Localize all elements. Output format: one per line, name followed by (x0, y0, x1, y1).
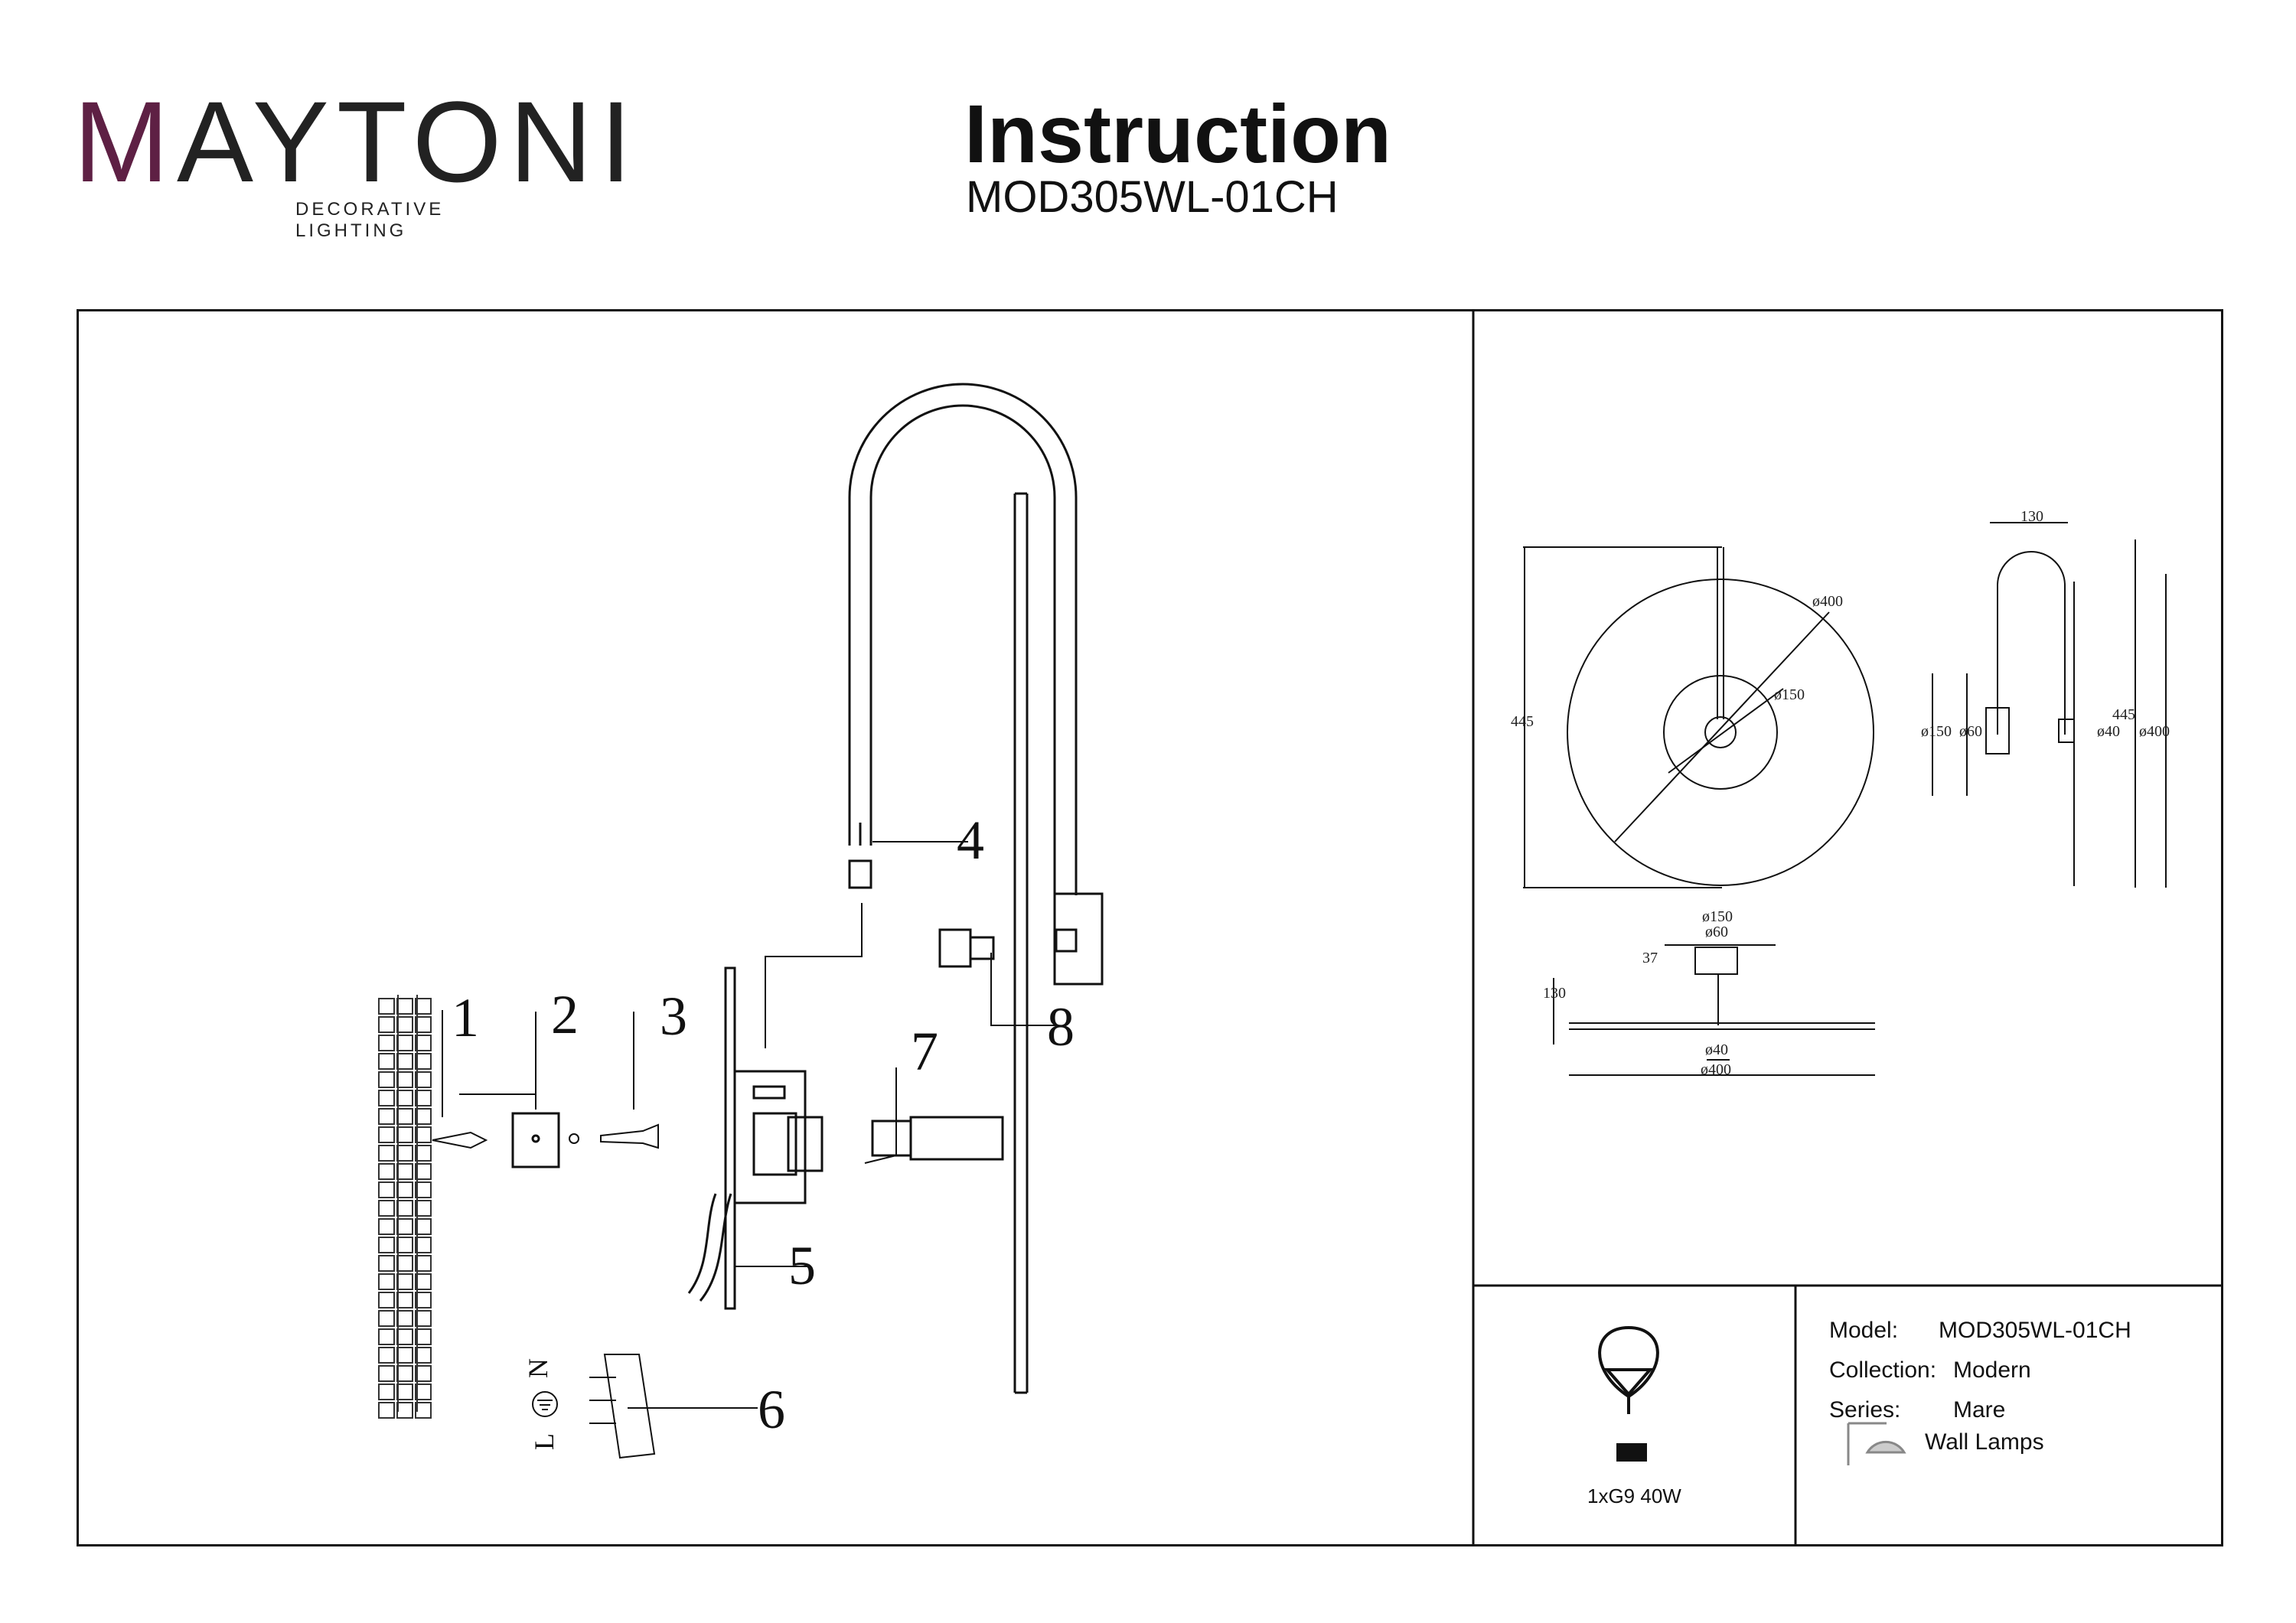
drawing-frame (77, 309, 2223, 1546)
wire-label-neutral: N (523, 1358, 553, 1378)
mounting-plate-icon (511, 1112, 560, 1168)
callout-4: 4 (957, 810, 984, 871)
spec-category: Wall Lamps (1925, 1429, 2044, 1455)
dim-top-d40: ø40 (1705, 1041, 1728, 1058)
side-view-drawing (1932, 522, 2167, 888)
dim-top-130: 130 (1543, 985, 1566, 1002)
dim-front-d150: ø150 (1774, 686, 1805, 703)
front-view-drawing (1523, 546, 1874, 888)
callout-8: 8 (1047, 996, 1075, 1058)
dim-side-d40: ø40 (2097, 723, 2120, 740)
callout-6: 6 (758, 1379, 785, 1440)
top-view-drawing (1553, 944, 1875, 1076)
callout-7: 7 (911, 1021, 938, 1082)
terminal-block-icon (589, 1354, 656, 1459)
g9-bulb-icon (871, 1116, 1004, 1161)
screw-icon (569, 1123, 659, 1149)
callout-3: 3 (660, 986, 687, 1047)
dim-top-d400: ø400 (1701, 1061, 1731, 1078)
dim-front-445: 445 (1511, 713, 1534, 730)
spec-model-label: Model: (1829, 1318, 1899, 1343)
spec-series-label: Series: (1829, 1397, 1901, 1423)
dim-side-d400: ø400 (2139, 723, 2170, 740)
dim-top-d150: ø150 (1702, 908, 1733, 925)
light-bulb-icon (1598, 1325, 1659, 1462)
dim-top-37: 37 (1642, 950, 1658, 966)
spec-collection-label: Collection: (1829, 1357, 1937, 1383)
earth-icon (532, 1391, 558, 1417)
callout-5: 5 (788, 1235, 816, 1296)
spec-collection-value: Modern (1953, 1357, 2031, 1383)
logo-wordmark: MAYTONI (73, 77, 640, 206)
spec-series-value: Mare (1953, 1397, 2006, 1423)
dim-top-d60: ø60 (1705, 924, 1728, 940)
page-title: Instruction (964, 87, 1391, 180)
spec-model-value: MOD305WL-01CH (1939, 1318, 2131, 1343)
bracket-icon (687, 966, 823, 1310)
dim-side-130: 130 (2020, 508, 2043, 525)
dim-side-d150: ø150 (1921, 723, 1952, 740)
wall-icon (378, 995, 432, 1419)
callout-2: 2 (551, 984, 579, 1045)
logo-tagline: DECORATIVE LIGHTING (295, 199, 445, 241)
lamp-arm-icon (848, 383, 1104, 1394)
power-rating: 1xG9 40W (1587, 1484, 1681, 1507)
dim-side-445: 445 (2112, 706, 2135, 723)
dim-side-d60: ø60 (1959, 723, 1982, 740)
callout-1: 1 (452, 987, 479, 1048)
page-model-code: MOD305WL-01CH (966, 172, 1339, 222)
dim-front-d400: ø400 (1812, 593, 1843, 610)
dowel-icon (432, 1131, 488, 1149)
switch-knob-icon (938, 928, 995, 968)
brand-logo: MAYTONI DECORATIVE LIGHTING (73, 84, 632, 241)
wall-lamp-icon (1847, 1422, 1906, 1465)
wire-label-live: L (529, 1433, 559, 1450)
